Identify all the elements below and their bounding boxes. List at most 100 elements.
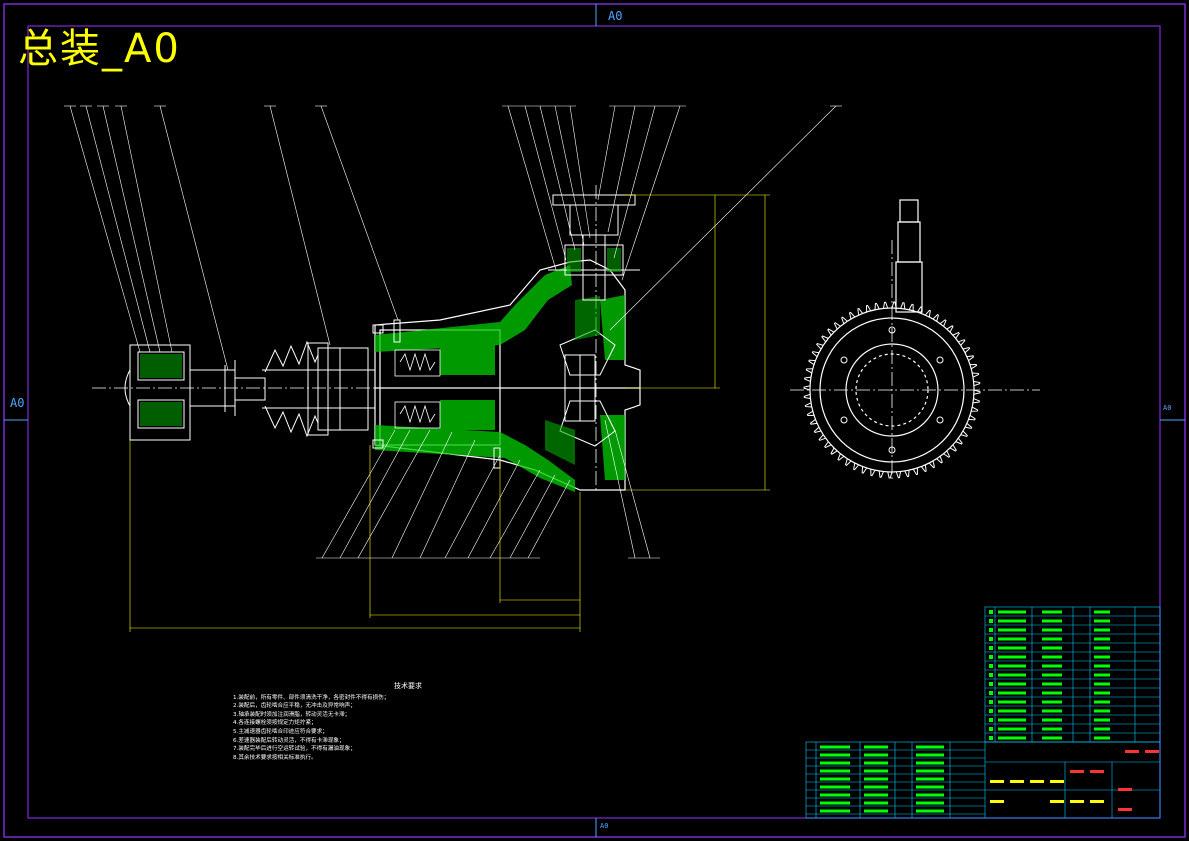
tb-name-mark [864, 785, 888, 789]
tb-name-mark [864, 761, 888, 765]
gear-tooth [946, 325, 954, 333]
gear-tooth [943, 450, 951, 458]
part-material-mark [1094, 619, 1110, 623]
part-code-mark [998, 655, 1026, 659]
tech-line: 4.各连接螺栓须按规定力矩拧紧； [233, 720, 317, 727]
half-shaft [234, 369, 375, 409]
part-code-mark [998, 619, 1026, 623]
tb-material-mark [916, 777, 944, 781]
gear-tooth [824, 441, 832, 449]
part-name-mark [1042, 655, 1062, 659]
ring-gear-holes [840, 326, 944, 454]
gear-tooth [971, 406, 979, 412]
gear-tooth [806, 410, 815, 417]
cv-joint-boot [264, 340, 369, 438]
tb-sign-mark [990, 780, 1004, 783]
tb-red-mark [1145, 750, 1159, 753]
gear-tooth [939, 319, 947, 327]
gear-tooth [853, 462, 860, 471]
tb-code-mark [820, 777, 850, 781]
tb-red-mark [1070, 770, 1084, 773]
tb-material-mark [916, 745, 944, 749]
part-material-mark [1094, 610, 1110, 614]
part-material-mark [1094, 727, 1110, 731]
tb-code-mark [820, 745, 850, 749]
part-name-mark [1042, 709, 1062, 713]
gear-tooth [811, 351, 820, 358]
tb-sign-mark [990, 800, 1004, 803]
part-material-mark [1094, 682, 1110, 686]
tb-sign-mark [1050, 800, 1064, 803]
part-material-mark [1094, 655, 1110, 659]
gear-tooth [816, 342, 824, 350]
tech-line: 3.轴承装配时须加注润滑脂，转动灵活无卡滞； [233, 711, 351, 718]
tb-code-mark [820, 801, 850, 805]
tb-sign-mark [1030, 780, 1044, 783]
bolts [372, 319, 501, 469]
tb-material-mark [916, 753, 944, 757]
gear-tooth [848, 311, 856, 320]
gear-tooth [830, 447, 838, 455]
gear-tooth [861, 466, 868, 474]
gear-tooth [874, 302, 880, 310]
part-name-mark [1042, 736, 1062, 740]
gear-tooth [912, 467, 919, 476]
gear-tooth [891, 301, 897, 309]
part-code-mark [998, 637, 1026, 641]
part-name-mark [1042, 718, 1062, 722]
tb-code-mark [820, 793, 850, 797]
gear-tooth [844, 458, 852, 466]
gear-tooth [952, 331, 960, 339]
part-material-mark [1094, 709, 1110, 713]
gear-tooth [973, 389, 981, 395]
part-name-mark [1042, 682, 1062, 686]
gear-tooth [955, 437, 963, 445]
tb-name-mark [864, 793, 888, 797]
part-name-mark [1042, 700, 1062, 704]
gear-tooth [962, 346, 971, 354]
gear-tooth [895, 471, 902, 479]
gear-tooth [964, 422, 973, 429]
part-code-mark [998, 673, 1026, 677]
gear-tooth [805, 368, 813, 374]
frame-label-left: A0 [10, 396, 25, 410]
gear-tooth [920, 464, 927, 473]
part-code-mark [998, 691, 1026, 695]
gear-tooth [808, 359, 816, 366]
clutch-springs [394, 349, 441, 429]
gear-tooth [857, 307, 864, 316]
tech-line: 6.差速器装配后转动灵活，不得有卡滞现象； [233, 737, 345, 744]
tb-code-mark [820, 761, 850, 765]
tb-name-mark [864, 753, 888, 757]
part-material-mark [1094, 664, 1110, 668]
title-block [805, 741, 1161, 819]
gear-tooth [936, 456, 943, 464]
gear-tooth [809, 418, 818, 425]
gear-tooth [972, 398, 980, 404]
gear-tooth [972, 372, 980, 378]
tb-material-mark [916, 801, 944, 805]
part-material-mark [1094, 700, 1110, 704]
tb-red-mark [1118, 808, 1132, 811]
housing-section [375, 265, 625, 492]
part-material-mark [1094, 691, 1110, 695]
gear-tooth [966, 355, 975, 362]
part-name-mark [1042, 673, 1062, 677]
tb-sign-mark [1050, 780, 1064, 783]
tech-requirements: 技术要求 1.装配前，所有零件、部件须清洗干净，各密封件不得有损伤； 2.装配后… [233, 682, 623, 762]
drawing-title: 总装_A0 [18, 26, 181, 72]
frame-label-top: A0 [608, 9, 623, 23]
left-hub-bearing [124, 344, 236, 441]
part-no-mark [989, 646, 993, 650]
tech-line: 5.主减速器齿轮啮合印迹应符合要求； [233, 728, 328, 735]
gear-tooth [949, 444, 957, 452]
gear-tooth [904, 470, 910, 478]
gear-tooth [803, 393, 811, 400]
parts-table [984, 606, 1161, 743]
drawing-frame [3, 3, 1186, 838]
gear-tooth [821, 335, 829, 343]
gear-tooth [887, 471, 893, 479]
left-hub-section [140, 354, 182, 426]
part-material-mark [1094, 673, 1110, 677]
tb-red-mark [1125, 750, 1139, 753]
